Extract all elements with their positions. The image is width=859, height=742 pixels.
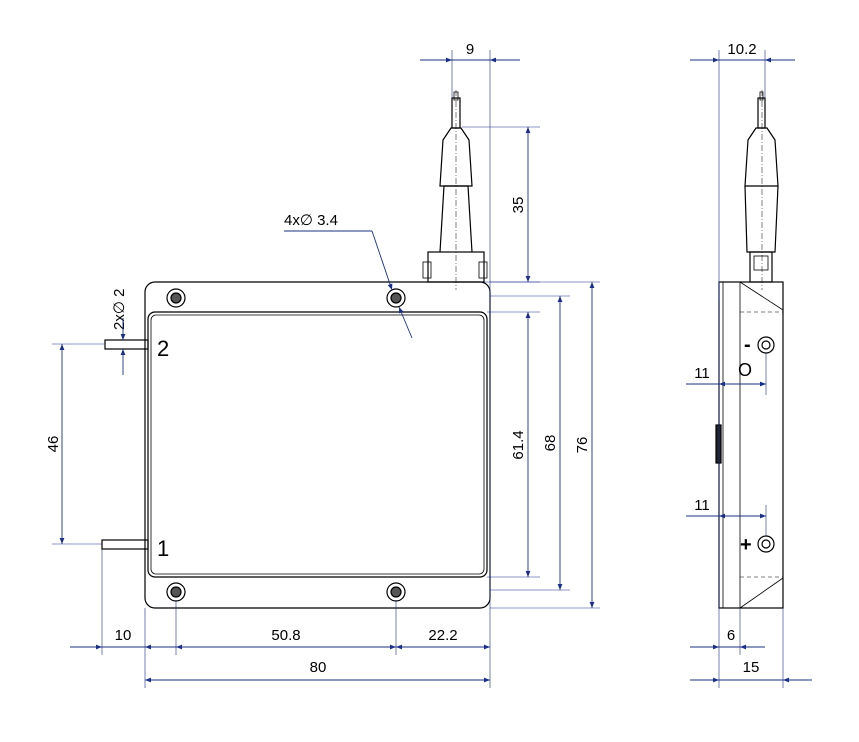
side-body: [718, 281, 784, 609]
dim-pin-offset: 10: [115, 627, 132, 644]
dim-connector-width: 9: [466, 41, 474, 58]
svg-text:+: +: [740, 534, 752, 556]
front-view: 2 1: [101, 90, 491, 609]
flange-plate: [144, 281, 491, 609]
mounting-hole: [386, 582, 406, 602]
mounting-hole: [166, 582, 186, 602]
dim-fiber-length: 35: [510, 197, 527, 214]
pin-2: 2: [104, 336, 169, 361]
pin-label-1: 1: [157, 536, 169, 561]
dim-base-thickness: 6: [727, 627, 735, 644]
svg-text:-: -: [744, 334, 751, 356]
terminal-minus: - O: [738, 334, 775, 380]
dim-height-body: 61.4: [510, 430, 527, 459]
dim-height-total: 76: [574, 437, 591, 454]
terminal-plus: +: [740, 534, 775, 556]
dim-right-offset: 22.2: [428, 627, 457, 644]
hole-callout: 4x∅ 3.4: [284, 212, 338, 229]
mounting-hole: [166, 288, 186, 308]
dim-height-flange: 68: [542, 435, 559, 452]
side-view: - O +: [715, 90, 784, 609]
front-dimensions: 80 10 50.8 22.2 46 76 68 61.4 35 9 4x∅ 3…: [45, 41, 595, 683]
dim-width-total: 80: [310, 659, 327, 676]
pin-label-2: 2: [157, 336, 169, 361]
mounting-hole: [386, 288, 406, 308]
side-dimensions: 10.2 11 11 6 15: [686, 41, 812, 683]
dim-offset-lower: 11: [694, 497, 710, 514]
side-extension-lines: [718, 50, 784, 688]
module-body: [147, 311, 488, 578]
dim-pin-spacing: 46: [45, 436, 62, 453]
front-extension-lines: [52, 50, 600, 688]
dim-offset-upper: 11: [694, 365, 710, 382]
pin-callout: 2x∅ 2: [111, 289, 128, 330]
fiber-connector: [422, 91, 488, 283]
dim-top-width: 10.2: [727, 41, 756, 58]
pin-1: 1: [101, 536, 169, 561]
svg-text:O: O: [738, 360, 752, 380]
dim-hole-spacing: 50.8: [271, 627, 300, 644]
dim-total-depth: 15: [743, 659, 760, 676]
